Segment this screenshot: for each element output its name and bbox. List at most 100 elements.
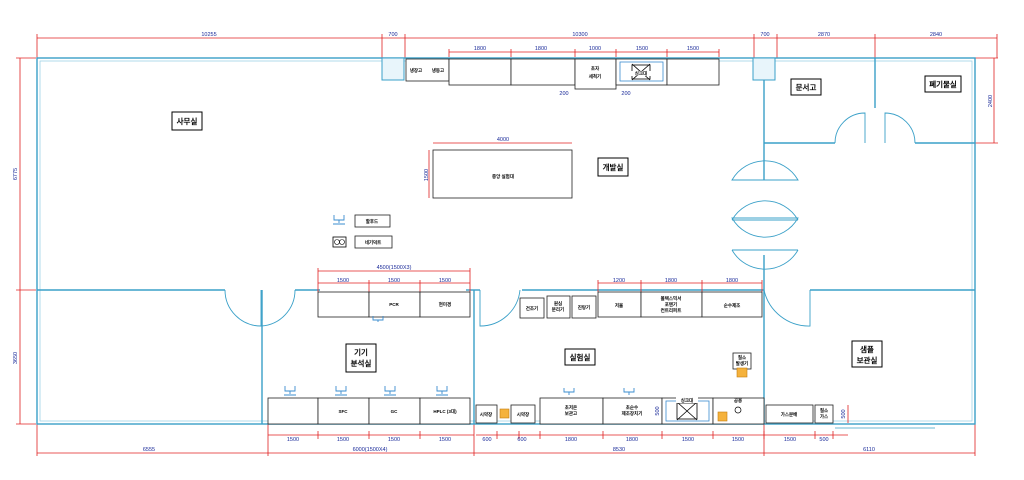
dim-top-1: 10255 [201,32,216,38]
centrifuge-label-1: 원심 [554,300,562,307]
centrifuge-label-2: 분리기 [552,306,564,313]
pure-water-label: 순수제조 [724,302,741,309]
central-table-label: 중앙 실험대 [492,173,514,180]
washer-label-2: 세척기 [589,73,601,80]
bottom-dimensions: 6555 6000(1500X4) 8530 6110 1500 1500 15… [36,424,976,456]
pcr-label: PCR [389,302,399,307]
dim-table-h: 1500 [424,169,430,181]
rotary-label-1: 볼텍스믹서 [661,295,682,302]
pcr-bench-group: 4500(1500X3) 1500 1500 1500 PCR 현미경 [317,265,471,322]
dim-left-2: 3650 [13,352,19,364]
dim-pcr-3: 1500 [439,278,451,284]
pure-label-1: 초순수 [626,404,638,411]
dim-top-4: 700 [760,32,769,38]
dim-bottom-sub-3: 1500 [388,437,400,443]
dim-top-3: 10300 [572,32,587,38]
central-table-group: 4000 1500 중앙 실험대 [424,137,573,199]
dim-bottom-1: 6555 [143,447,155,453]
room-office: 사무실 [177,116,198,126]
hood-icon [333,215,345,225]
reagent-label-1: 시약장 [480,411,493,418]
dim-top-small-1: 200 [559,91,568,97]
top-sink-label: 싱크대 [635,70,647,77]
dim-top-sub-5: 1500 [687,46,699,52]
microscope-label: 현미경 [439,301,451,308]
washer-label-1: 초자 [591,65,600,72]
dim-bottom-sub-4: 1500 [439,437,451,443]
sfc-label: SFC [339,409,349,414]
dim-bottom-3: 8530 [613,447,625,453]
dim-top-sub-4: 1500 [636,46,648,52]
dim-top-sub-2: 1800 [535,46,547,52]
duct-label: 네기덕트 [365,239,382,246]
dim-top-small-2: 200 [621,91,630,97]
dim-lab-3: 1800 [726,278,738,284]
dim-lab-2: 1800 [665,278,677,284]
doors [224,112,916,327]
room-instrument-1: 기기 [354,347,368,357]
rotary-label-2: 포텐기 [665,301,677,308]
room-instrument-2: 분석실 [351,358,372,368]
dim-lab-1: 1200 [613,278,625,284]
dim-bottom-4: 6110 [863,447,875,453]
dim-bottom-sub-1: 1500 [287,437,299,443]
lab-upper-bench: 1200 1800 1800 건조기 원심 분리기 진탕기 저울 볼텍스믹서 포… [519,278,763,319]
hood-legend-box [354,214,391,228]
dim-right-1: 2400 [988,95,994,107]
bottom-sink-label: 싱크대 [681,397,693,404]
room-doc-storage: 문서고 [796,82,817,92]
pure-label-2: 제조장치기 [622,410,643,417]
dim-bottom-sub-12: 500 [819,437,828,443]
room-lab: 실험실 [570,352,591,362]
reagent-label-2: 시약장 [517,411,530,418]
dim-pcr-2: 1500 [388,278,400,284]
lab-lower-bench: 시약장 시약장 초저온 보관고 초순수 제조장치기 싱크대 공용 가스분배 질소… [475,388,849,425]
gas-cabinet-label: 가스분배 [781,411,798,418]
dim-table-w: 4000 [497,137,509,143]
dim-top-2: 700 [388,32,397,38]
distiller-label: 진탕기 [578,304,590,311]
dim-top-sub-3: 1000 [589,46,601,52]
hplc-label: HPLC (3대) [433,408,457,415]
dim-top-6: 2840 [930,32,942,38]
side-dimensions: 6775 3650 2400 [13,57,998,425]
dryer-label: 건조기 [526,305,538,312]
scale-label: 저울 [615,302,623,309]
rotary-label-3: 컨트리퍼트 [661,307,682,314]
freezer-label: 냉동고 [432,67,444,74]
dim-lab-side-2: 500 [841,409,847,418]
hood-label: 할후드 [366,218,378,225]
instrument-bench: SFC GC HPLC (3대) [267,386,471,425]
dim-top-5: 2870 [818,32,830,38]
top-benches: 냉장고 냉동고 초자 세척기 싱크대 [405,58,720,90]
ultra-label-2: 보관고 [565,410,577,417]
room-labels: 사무실 개발실 문서고 폐기물실 기기 분석실 실험실 샘플 보관실 [171,75,962,373]
fridge-label: 냉장고 [410,67,422,74]
walls [36,57,976,425]
central-table[interactable] [432,149,573,199]
nitrogen-label-2: 발생기 [736,360,748,367]
dim-lab-side-1: 500 [655,406,661,415]
nitrogen-generator: 질소 발생기 [732,352,752,378]
dim-bottom-sub-7: 1800 [565,437,577,443]
dim-left-1: 6775 [13,168,19,180]
gas2-label-2: 가스 [820,413,828,420]
dim-pcr-total: 4500(1500X3) [377,265,412,271]
ultra-label-1: 초저온 [565,404,577,411]
duct-icon [332,236,347,248]
dim-bottom-sub-8: 1800 [626,437,638,443]
dim-bottom-sub-2: 1500 [337,437,349,443]
gc-label: GC [391,409,399,414]
duct-legend-box [354,235,393,249]
dim-bottom-sub-11: 1500 [784,437,796,443]
dim-bottom-sub-5: 600 [482,437,491,443]
room-sample-1: 샘플 [860,344,874,354]
legend-symbols: 할후드 네기덕트 [332,214,393,249]
room-waste: 폐기물실 [929,79,957,89]
dim-bottom-sub-6: 600 [517,437,526,443]
dim-bottom-sub-9: 1500 [682,437,694,443]
room-sample-2: 보관실 [857,355,878,365]
nitrogen-label-1: 질소 [738,354,746,361]
dim-top-sub-1: 1800 [474,46,486,52]
